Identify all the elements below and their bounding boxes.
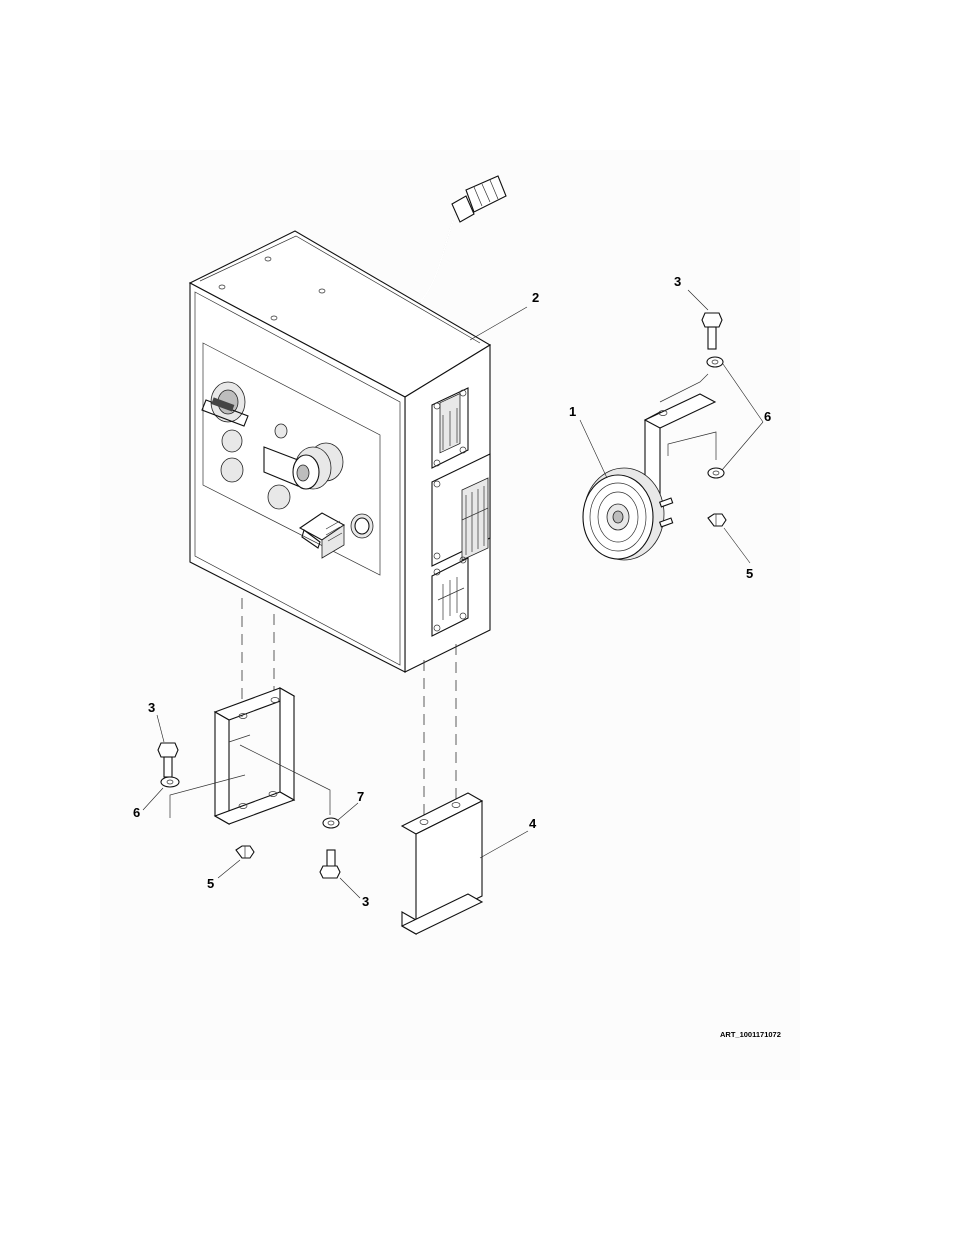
callout-6-right: 6 (764, 409, 771, 424)
callout-5-right: 5 (746, 566, 753, 581)
callout-3-top: 3 (674, 274, 681, 289)
callout-7: 7 (357, 789, 364, 804)
callout-1: 1 (569, 404, 576, 419)
callout-5-left: 5 (207, 876, 214, 891)
art-id-label: ART_1001171072 (720, 1030, 781, 1039)
push-button-icon (268, 485, 290, 509)
callout-3-bottom: 3 (362, 894, 369, 909)
callout-6-left: 6 (133, 805, 140, 820)
small-indicator-icon (275, 424, 287, 438)
callout-2: 2 (532, 290, 539, 305)
indicator-lamp-icon (222, 430, 242, 452)
callout-3-left: 3 (148, 700, 155, 715)
indicator-lamp-icon (221, 458, 243, 482)
callout-4: 4 (529, 816, 537, 831)
